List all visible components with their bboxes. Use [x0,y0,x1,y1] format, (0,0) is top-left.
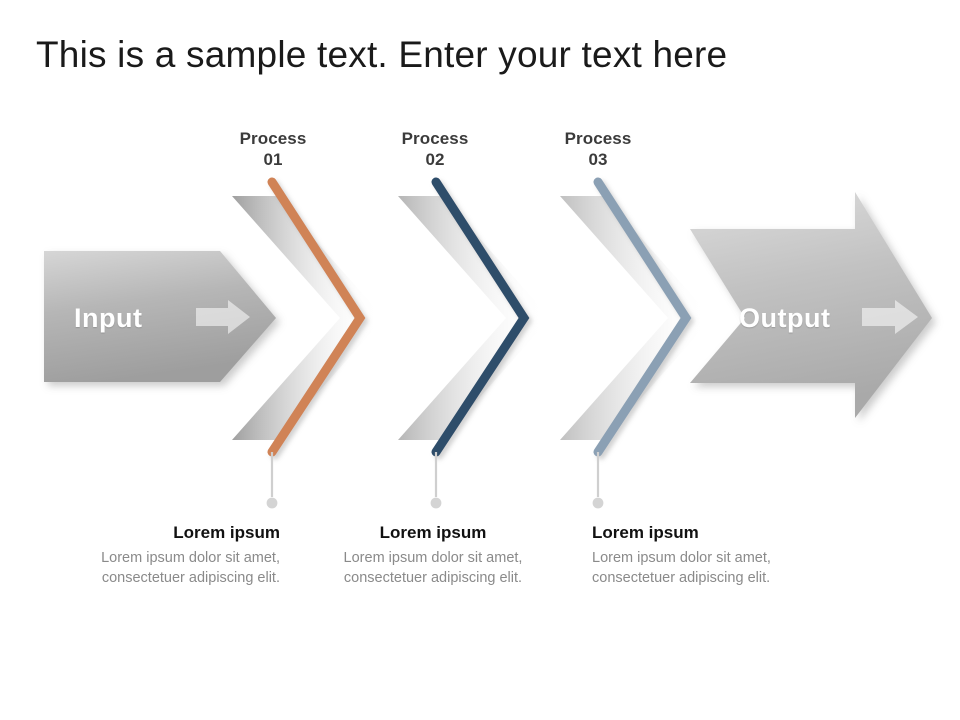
input-label: Input [74,303,143,333]
chevron-step-1[interactable] [267,177,366,457]
caption-3-body: Lorem ipsum dolor sit amet, consectetuer… [592,550,771,586]
caption-block-1[interactable]: Lorem ipsum Lorem ipsum dolor sit amet, … [80,521,280,588]
page-title: This is a sample text. Enter your text h… [36,34,728,75]
output-shape[interactable] [690,192,932,418]
step-header-3-number: 03 [588,150,608,169]
chevron-step-3[interactable] [593,177,692,457]
step-header-3-label: Process [564,129,632,148]
step-header-1-number: 01 [263,150,283,169]
step-header-3[interactable]: Process 03 [513,128,683,170]
caption-1-body: Lorem ipsum dolor sit amet, consectetuer… [101,550,280,586]
caption-block-3[interactable]: Lorem ipsum Lorem ipsum dolor sit amet, … [592,521,792,588]
step-header-2-label: Process [401,129,469,148]
step-header-1-label: Process [239,129,307,148]
output-label: Output [739,303,831,333]
connector-2 [430,452,442,509]
chevron-step-2[interactable] [431,177,530,457]
step-header-2[interactable]: Process 02 [350,128,520,170]
caption-2-title: Lorem ipsum [379,523,487,542]
caption-3-title: Lorem ipsum [592,523,699,542]
arrow-right-icon [862,300,918,334]
arrow-right-icon [196,300,250,334]
connector-1 [266,452,278,509]
input-shape[interactable] [44,251,276,382]
caption-2-body: Lorem ipsum dolor sit amet, consectetuer… [343,550,523,586]
connector-3 [592,452,604,509]
caption-1-title: Lorem ipsum [173,523,280,542]
step-header-2-number: 02 [425,150,445,169]
step-header-1[interactable]: Process 01 [188,128,358,170]
caption-block-2[interactable]: Lorem ipsum Lorem ipsum dolor sit amet, … [333,521,533,588]
